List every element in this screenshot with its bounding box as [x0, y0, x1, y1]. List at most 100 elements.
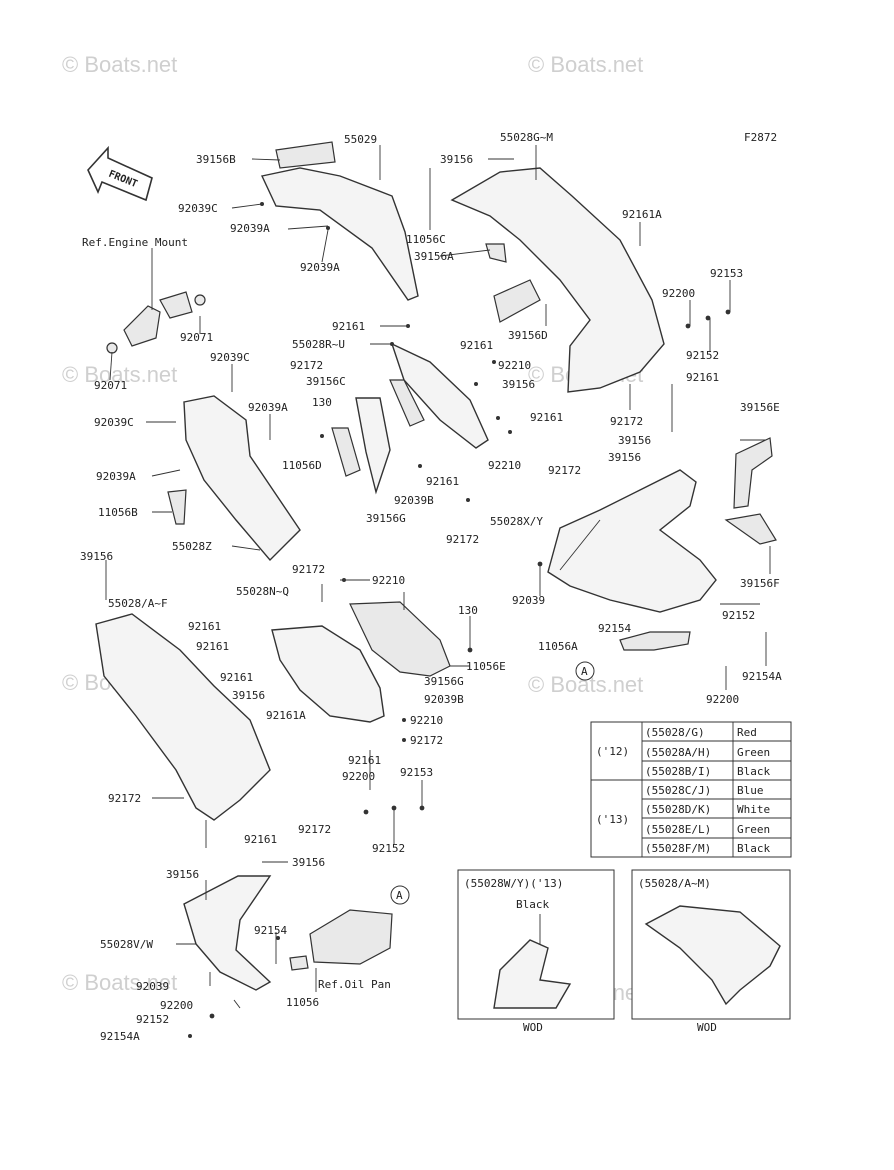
part-label: 92210: [372, 574, 405, 587]
part-label: 92152: [136, 1013, 169, 1026]
part-label: 92172: [548, 464, 581, 477]
table-code: (55028D/K): [645, 803, 711, 816]
table-color: White: [737, 803, 770, 816]
color-table: ('12) (55028/G) Red (55028A/H) Green (55…: [590, 721, 792, 858]
part-label: 55028G~M: [500, 131, 553, 144]
part-label: 92172: [108, 792, 141, 805]
part-label: 92152: [722, 609, 755, 622]
watermark: © Boats.net: [62, 362, 177, 387]
inset-left: (55028W/Y)('13) Black WOD: [457, 869, 615, 1034]
part-label: 92172: [610, 415, 643, 428]
part-lower-cowl-right: [547, 469, 717, 613]
part-label: 92039B: [394, 494, 434, 507]
part-label: 11056C: [406, 233, 446, 246]
part-inner-panel-left: [167, 395, 301, 562]
front-arrow-icon: FRONT: [87, 145, 153, 202]
table-code: (55028A/H): [645, 746, 711, 759]
reference-marker-a: A: [390, 885, 410, 905]
svg-text:A: A: [581, 665, 588, 678]
part-label: 11056E: [466, 660, 506, 673]
inset-title: (55028/A~M): [638, 877, 711, 890]
part-label: 39156F: [740, 577, 780, 590]
watermark: © Boats.net: [528, 52, 643, 77]
part-label: 92161: [188, 620, 221, 633]
part-label: 39156: [80, 550, 113, 563]
part-label: 92200: [706, 693, 739, 706]
inset-color: Black: [516, 898, 549, 911]
table-color: Blue: [737, 784, 764, 797]
part-label: 55028X/Y: [490, 515, 543, 528]
part-oil-pan-ref: [289, 909, 393, 971]
part-label: 92200: [160, 999, 193, 1012]
part-label: 92210: [410, 714, 443, 727]
part-label: 39156: [440, 153, 473, 166]
inset-footer: WOD: [523, 1021, 543, 1034]
table-color: Black: [737, 765, 770, 778]
part-label: 92039A: [248, 401, 288, 414]
part-label: 92071: [180, 331, 213, 344]
part-label: 92172: [446, 533, 479, 546]
part-label: 92153: [710, 267, 743, 280]
part-label: 92039C: [210, 351, 250, 364]
part-label: 92039: [136, 980, 169, 993]
part-label: 39156C: [306, 375, 346, 388]
table-color: Green: [737, 823, 770, 836]
fastener-dots: [188, 202, 731, 1038]
part-label: 92172: [290, 359, 323, 372]
part-label: 55028V/W: [100, 938, 153, 951]
reference-marker-a: A: [575, 661, 595, 681]
part-label: 39156: [166, 868, 199, 881]
part-label: 92210: [488, 459, 521, 472]
part-side-cowl-left: [95, 613, 271, 821]
part-label: 92039B: [424, 693, 464, 706]
part-label: 92154A: [100, 1030, 140, 1043]
watermark: © Boats.net: [62, 52, 177, 77]
table-year: ('13): [596, 813, 629, 826]
part-label: 11056: [286, 996, 319, 1009]
part-label: 92161: [460, 339, 493, 352]
part-label: 39156G: [366, 512, 406, 525]
part-label: 39156D: [508, 329, 548, 342]
inset-footer: WOD: [697, 1021, 717, 1034]
part-label: 92154A: [742, 670, 782, 683]
part-label: 92161: [332, 320, 365, 333]
part-label: 92161A: [266, 709, 306, 722]
table-code: (55028/G): [645, 726, 705, 739]
part-label: 92152: [372, 842, 405, 855]
part-label: 55029: [344, 133, 377, 146]
part-label: 55028R~U: [292, 338, 345, 351]
inset-right: (55028/A~M) WOD: [631, 869, 791, 1034]
part-label: 55028/A~F: [108, 597, 168, 610]
part-label: 39156: [502, 378, 535, 391]
table-color: Green: [737, 746, 770, 759]
svg-text:A: A: [396, 889, 403, 902]
part-label: 92161: [244, 833, 277, 846]
part-label: 92154: [598, 622, 631, 635]
part-label: 11056D: [282, 459, 322, 472]
part-bracket-11056A: [619, 631, 691, 651]
part-label: 92161: [686, 371, 719, 384]
table-color: Red: [737, 726, 757, 739]
part-label: 92039A: [96, 470, 136, 483]
part-upper-cowl-right: [450, 167, 665, 393]
part-label: 11056B: [98, 506, 138, 519]
note-oil-pan: Ref.Oil Pan: [318, 978, 391, 991]
table-color: Black: [737, 842, 770, 855]
table-code: (55028C/J): [645, 784, 711, 797]
part-label: 92154: [254, 924, 287, 937]
part-decal-39156F: [724, 513, 777, 545]
part-label: 55028N~Q: [236, 585, 289, 598]
table-code: (55028F/M): [645, 842, 711, 855]
table-year: ('12): [596, 745, 629, 758]
part-label: 39156G: [424, 675, 464, 688]
part-label: 92039A: [230, 222, 270, 235]
part-label: 39156E: [740, 401, 780, 414]
part-upper-inner-cowl: [260, 141, 419, 301]
leader-lines: [105, 145, 771, 1009]
part-label: 39156: [292, 856, 325, 869]
part-engine-mount: [106, 291, 206, 354]
part-label: 92161A: [622, 208, 662, 221]
note-engine-mount: Ref.Engine Mount: [82, 236, 188, 249]
part-label: 92161: [530, 411, 563, 424]
